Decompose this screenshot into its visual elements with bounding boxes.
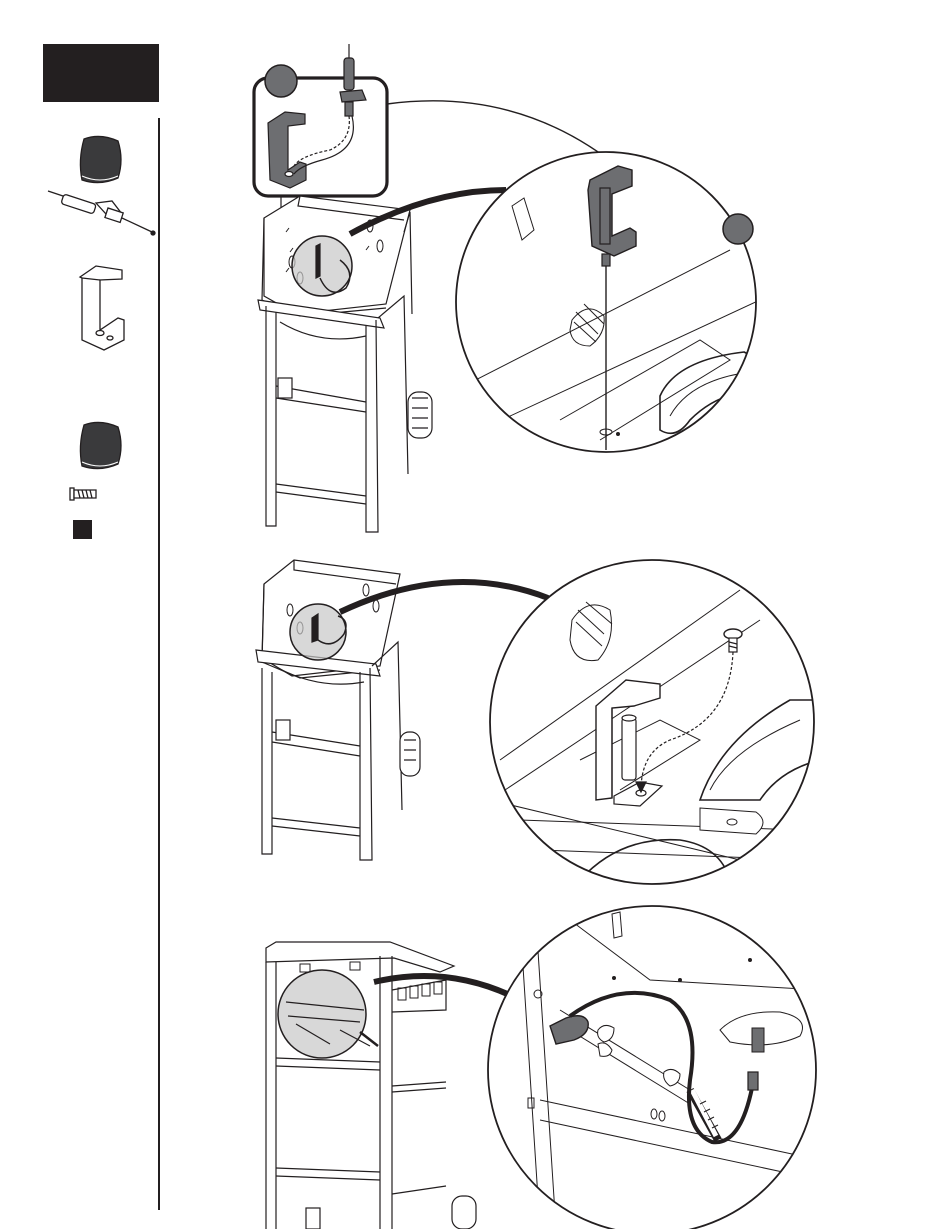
- grill-cart: [256, 560, 420, 860]
- parts-list: [48, 136, 155, 539]
- callout-marker: [265, 65, 297, 97]
- grill-cart: [258, 196, 432, 532]
- callout-marker: [723, 214, 753, 244]
- glove-icon: [80, 136, 121, 182]
- step-a-illustration: [254, 44, 760, 532]
- step-c-illustration: [266, 906, 820, 1229]
- igniter-electrode-icon: [48, 191, 155, 235]
- screw-icon: [70, 488, 96, 500]
- glove-icon: [80, 422, 121, 468]
- zoom-indicator: [292, 236, 352, 296]
- marker-square-icon: [73, 520, 92, 539]
- step-b-illustration: [256, 560, 820, 884]
- zoom-indicator: [278, 970, 366, 1058]
- bracket-icon: [80, 266, 124, 350]
- grill-cart: [266, 942, 476, 1229]
